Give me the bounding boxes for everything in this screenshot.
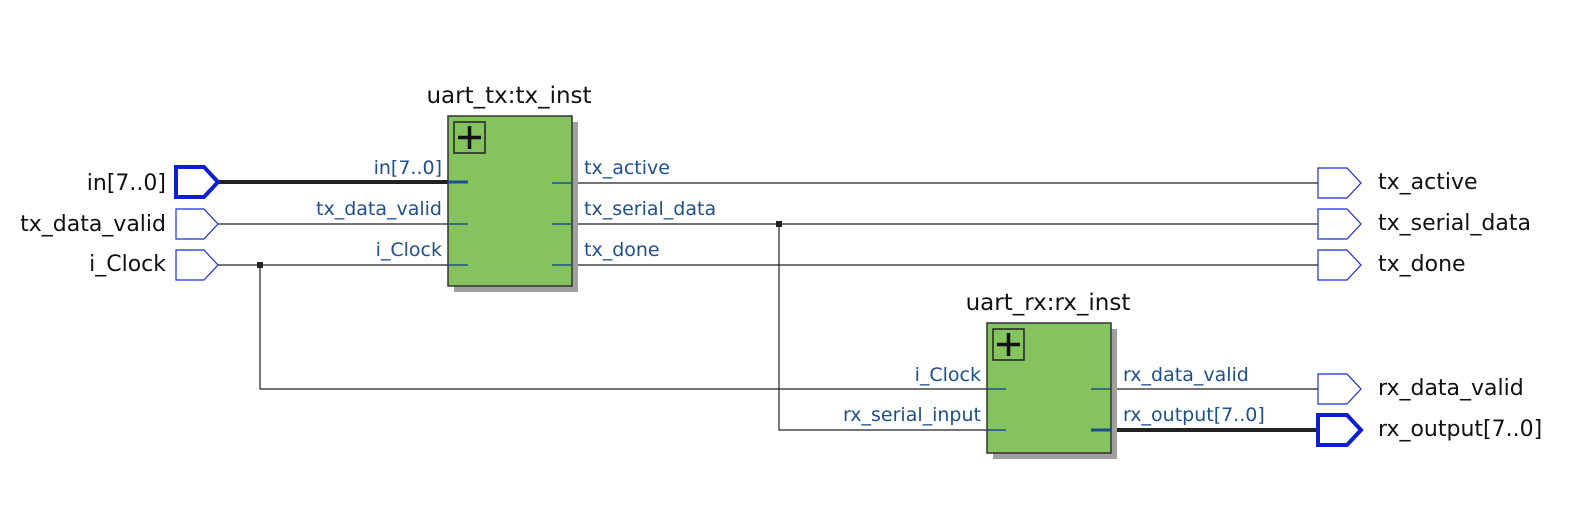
tx-port-label-in: in[7..0]: [374, 157, 442, 179]
output-pin-tx-done[interactable]: [1317, 249, 1362, 281]
wire-serial-to-rx: [778, 224, 987, 431]
tx-port-label-active: tx_active: [584, 157, 670, 179]
output-label-tx-serial-data: tx_serial_data: [1378, 211, 1531, 236]
tx-port-label-data-valid: tx_data_valid: [316, 198, 442, 220]
output-pin-rx-data-valid[interactable]: [1317, 373, 1362, 405]
output-label-tx-active: tx_active: [1378, 170, 1478, 195]
input-pin-in-bus[interactable]: [174, 165, 221, 199]
tx-port-label-done: tx_done: [584, 239, 660, 261]
tx-block-title: uart_tx:tx_inst: [426, 83, 591, 109]
output-pin-tx-serial-data[interactable]: [1317, 208, 1362, 240]
input-pin-i-clock[interactable]: [175, 249, 219, 281]
wire-i-clock-to-rx: [259, 265, 987, 390]
rx-port-label-data-valid: rx_data_valid: [1123, 364, 1249, 386]
input-pin-tx-data-valid[interactable]: [175, 208, 219, 240]
rx-port-label-serial-input: rx_serial_input: [843, 404, 981, 426]
junction-clock: [257, 262, 263, 268]
rx-port-label-clock: i_Clock: [915, 364, 981, 386]
tx-port-label-clock: i_Clock: [376, 239, 442, 261]
output-pin-rx-output-bus[interactable]: [1316, 413, 1364, 447]
tx-port-label-serial: tx_serial_data: [584, 198, 716, 220]
input-label-in: in[7..0]: [87, 171, 166, 196]
rx-expand-icon[interactable]: [992, 328, 1025, 361]
output-label-rx-output: rx_output[7..0]: [1378, 417, 1542, 442]
junction-serial: [776, 221, 782, 227]
tx-expand-icon[interactable]: [453, 121, 486, 154]
uart-rx-block[interactable]: uart_rx:rx_inst i_Clock rx_serial_input …: [843, 290, 1265, 459]
input-pins: in[7..0] tx_data_valid i_Clock: [20, 165, 221, 281]
input-label-tx-data-valid: tx_data_valid: [20, 212, 166, 237]
output-label-tx-done: tx_done: [1378, 252, 1466, 277]
rx-block-title: uart_rx:rx_inst: [966, 290, 1131, 316]
wires: [218, 180, 1318, 432]
output-label-rx-data-valid: rx_data_valid: [1378, 376, 1524, 401]
rx-port-label-output: rx_output[7..0]: [1123, 404, 1265, 426]
uart-tx-block[interactable]: uart_tx:tx_inst in[7..0] tx_data_valid i…: [316, 83, 716, 292]
output-pins: tx_active tx_serial_data tx_done rx_data…: [1316, 167, 1542, 447]
input-label-i-clock: i_Clock: [89, 252, 166, 277]
output-pin-tx-active[interactable]: [1317, 167, 1362, 199]
